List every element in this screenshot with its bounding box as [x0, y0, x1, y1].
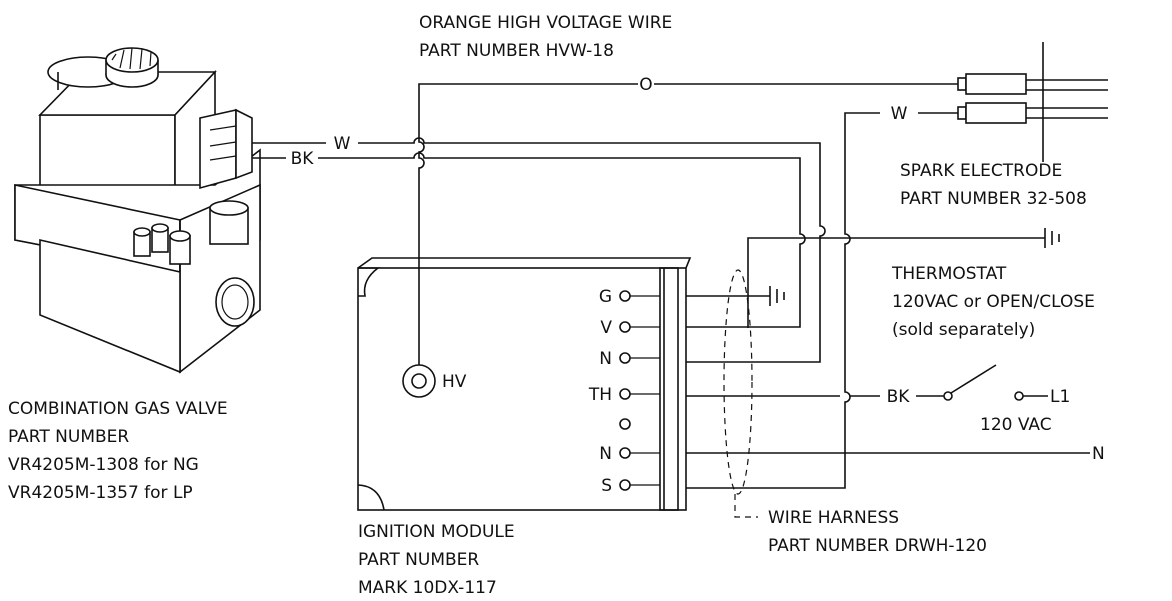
wire-code-white-electrode: W: [891, 104, 908, 124]
gas-valve-caption-1: COMBINATION GAS VALVE: [8, 399, 228, 419]
gas-valve-caption-3: VR4205M-1308 for NG: [8, 455, 199, 475]
terminal-g-label: G: [599, 287, 612, 307]
terminal-hv-label: HV: [442, 372, 467, 392]
thermostat-caption-2: 120VAC or OPEN/CLOSE: [892, 292, 1095, 312]
wires: [252, 83, 1090, 489]
spark-electrode: [957, 42, 1108, 162]
ground-symbol-module: [769, 286, 785, 306]
hv-wire-caption-1: ORANGE HIGH VOLTAGE WIRE: [419, 13, 672, 33]
ignition-module: [357, 257, 692, 511]
ignition-module-caption-1: IGNITION MODULE: [358, 522, 515, 542]
gas-valve-caption-2: PART NUMBER: [8, 427, 129, 447]
wire-code-line: L1: [1050, 387, 1070, 407]
terminal-n2-label: N: [599, 444, 612, 464]
wire-code-black-valve: BK: [291, 149, 315, 169]
ignition-module-caption-2: PART NUMBER: [358, 550, 479, 570]
hv-wire-caption-2: PART NUMBER HVW-18: [419, 41, 614, 61]
terminal-s-label: S: [601, 476, 612, 496]
thermostat-caption-3: (sold separately): [892, 320, 1035, 340]
terminal-th-label: TH: [588, 385, 612, 405]
wire-code-black-switch: BK: [887, 387, 911, 407]
gas-valve-caption-4: VR4205M-1357 for LP: [8, 483, 193, 503]
terminal-n1-label: N: [599, 349, 612, 369]
spark-electrode-caption-2: PART NUMBER 32-508: [900, 189, 1087, 209]
supply-voltage-label: 120 VAC: [980, 415, 1052, 435]
wire-code-neutral: N: [1092, 444, 1105, 464]
wire-code-white-valve: W: [334, 134, 351, 154]
wire-code-orange: O: [639, 75, 652, 95]
wire-harness-caption-1: WIRE HARNESS: [768, 508, 899, 528]
ground-symbol-thermostat: [1044, 228, 1060, 248]
terminal-circles: [619, 290, 660, 491]
hv-terminal: [402, 364, 436, 398]
ignition-module-caption-3: MARK 10DX-117: [358, 578, 497, 598]
spark-electrode-caption-1: SPARK ELECTRODE: [900, 161, 1062, 181]
wire-harness-caption-2: PART NUMBER DRWH-120: [768, 536, 987, 556]
combination-gas-valve: [14, 47, 261, 374]
terminal-v-label: V: [600, 318, 612, 338]
thermostat-caption-1: THERMOSTAT: [891, 264, 1007, 284]
wire-harness-outline: [723, 269, 758, 518]
